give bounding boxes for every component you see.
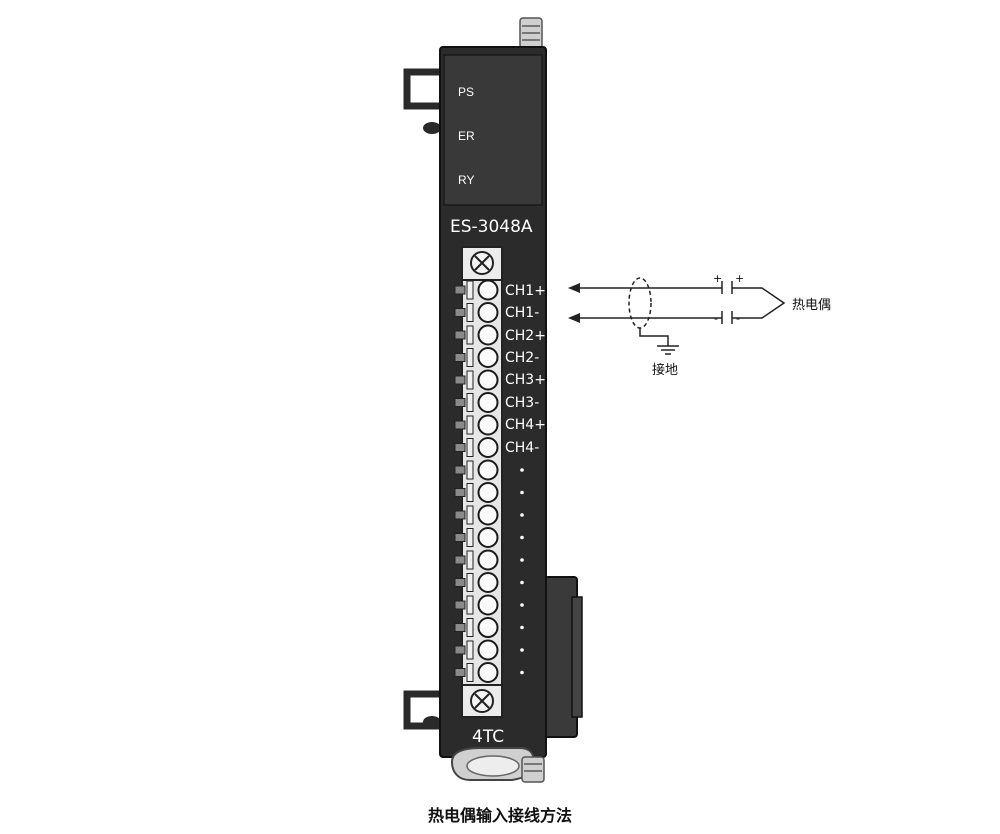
terminal-18 [454,662,499,683]
terminal-block [454,246,503,718]
continuation-dot [520,670,524,675]
polarity-plus-right: + [735,272,745,285]
polarity-minus-right: - [736,312,740,325]
led-label-er: ER [458,129,475,143]
terminal-15 [454,594,499,616]
channel-label-ch1-minus: CH1- [505,305,540,321]
continuation-dot [520,648,524,652]
channel-label-ch2-plus: CH2+ [505,328,546,344]
terminal-10 [454,482,499,503]
bottom-latch [450,747,545,783]
thermocouple-wiring [568,277,786,355]
terminal-6 [454,392,499,413]
arrow-negative [568,313,580,323]
terminal-13 [454,549,499,571]
continuation-dot [520,490,524,495]
terminal-2 [454,302,499,323]
continuation-dot [520,513,524,517]
ground-label: 接地 [652,363,679,378]
continuation-dot [520,580,524,585]
led-label-ps: PS [458,85,475,99]
terminal-12 [454,527,499,548]
top-connector [519,17,543,49]
thermocouple-label: 热电偶 [792,298,832,313]
side-connector [544,576,583,738]
terminal-17 [454,639,499,661]
channel-label-ch4-plus: CH4+ [505,417,546,433]
diagram-caption: 热电偶输入接线方法 [427,806,572,825]
continuation-dot [520,603,524,607]
channel-label-ch1-plus: CH1+ [505,283,546,299]
terminal-5 [454,369,499,391]
thermocouple-probe [732,287,786,319]
terminal-4 [454,347,499,368]
terminal-11 [454,504,499,526]
continuation-dot [520,468,524,472]
polarity-plus-left: + [713,272,723,285]
channel-label-ch2-minus: CH2- [505,350,540,366]
arrow-positive [568,283,580,293]
continuation-dot [520,625,524,630]
terminal-3 [454,324,499,346]
led-label-ry: RY [458,173,475,187]
terminal-8 [454,437,499,458]
channel-label-ch4-minus: CH4- [505,440,540,456]
terminal-7 [454,414,499,436]
screw-top [470,251,494,275]
continuation-dot [520,558,524,562]
terminal-16 [454,617,499,638]
channel-label-ch3-plus: CH3+ [505,372,546,388]
ground-wire [639,328,669,346]
shield-ellipse [628,277,652,329]
din-rail-clip-top [403,68,441,134]
channel-label-ch3-minus: CH3- [505,395,540,411]
screw-bottom [470,689,494,713]
continuation-dot [520,535,524,540]
polarity-minus-left: - [714,312,718,325]
terminal-14 [454,572,499,593]
module-type-label: 4TC [472,727,505,747]
din-rail-clip-bottom [403,690,441,730]
model-name: ES-3048A [450,217,533,237]
ground-icon [657,345,679,355]
terminal-1 [454,279,499,301]
terminal-9 [454,459,499,481]
